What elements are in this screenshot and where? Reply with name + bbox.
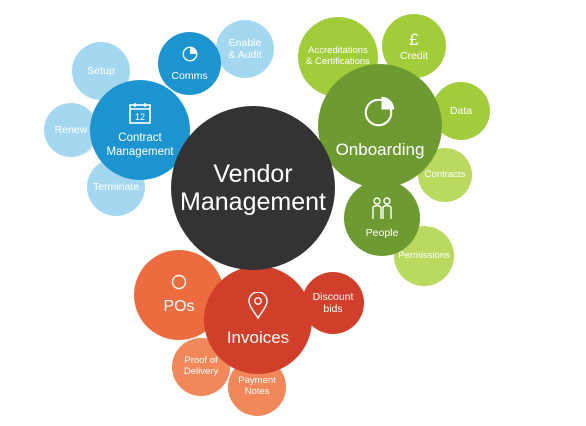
- proof-delivery-label: Proof of Delivery: [183, 355, 219, 377]
- renew-bubble: Renew: [44, 103, 98, 157]
- pie-chart-icon: [362, 93, 398, 134]
- data-label: Data: [449, 104, 473, 117]
- payment-notes-label: Payment Notes: [238, 375, 276, 397]
- center-title: Vendor Management: [180, 160, 326, 216]
- people-bubble: People: [344, 180, 420, 256]
- onboarding-label: Onboarding: [335, 139, 425, 159]
- comms-label: Comms: [171, 69, 208, 82]
- invoices-label: Invoices: [226, 328, 290, 347]
- contract-management-label: Contract Management: [106, 132, 174, 158]
- calendar-icon-number: 12: [135, 112, 145, 122]
- pound-icon: £: [409, 30, 419, 50]
- permissions-label: Permissions: [398, 249, 450, 261]
- terminate-label: Terminate: [92, 180, 140, 193]
- discount-bids-label: Discount bids: [312, 290, 354, 315]
- renew-label: Renew: [54, 123, 88, 136]
- circle-icon: [171, 274, 187, 295]
- enable-audit-bubble: Enable & Audit: [216, 20, 274, 78]
- setup-bubble: Setup: [72, 42, 130, 100]
- contract-management-bubble: 12 Contract Management: [90, 80, 190, 180]
- people-icon: [369, 197, 395, 224]
- comms-bubble: Comms: [158, 32, 221, 95]
- invoices-bubble: Invoices: [204, 266, 312, 374]
- enable-audit-label: Enable & Audit: [228, 36, 262, 61]
- credit-label: Credit: [399, 49, 428, 62]
- people-label: People: [365, 227, 399, 239]
- accreditations-label: Accreditations & Certifications: [306, 45, 370, 67]
- pie-chart-icon: [181, 45, 199, 66]
- contracts-label: Contracts: [424, 168, 466, 180]
- terminate-bubble: Terminate: [87, 158, 145, 216]
- setup-label: Setup: [87, 64, 115, 77]
- calendar-icon: 12: [128, 101, 152, 129]
- onboarding-bubble: Onboarding: [318, 64, 442, 188]
- discount-bids-bubble: Discount bids: [302, 272, 364, 334]
- vendor-management-center: Vendor Management: [171, 106, 335, 270]
- pos-label: POs: [163, 298, 195, 315]
- location-pin-icon: [247, 291, 269, 325]
